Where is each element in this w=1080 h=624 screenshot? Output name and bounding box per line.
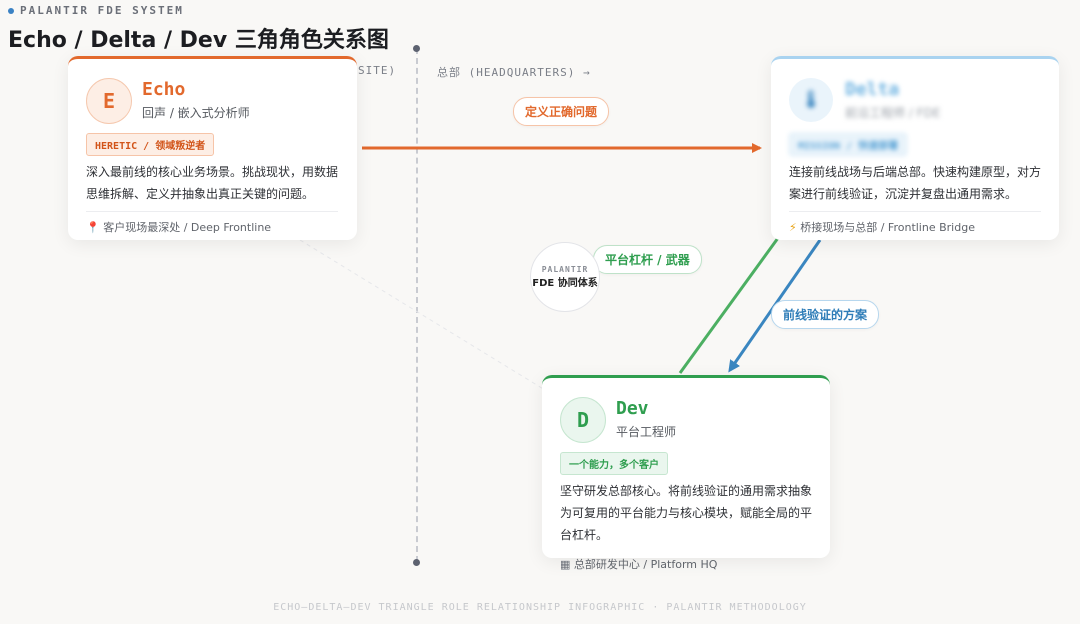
delta-card[interactable]: 🌡 Delta 前沿工程师 / FDE MISSION / 快速部署 连接前线战… [771,56,1059,240]
zone-divider [416,48,418,562]
echo-footer-divider [86,211,338,212]
delta-name: Delta [845,79,900,100]
brand-text: PALANTIR FDE SYSTEM [20,4,184,17]
page-title: Echo / Delta / Dev 三角角色关系图 [8,28,389,53]
zone-label-site: SITE) [358,64,397,77]
dev-avatar: D [560,397,606,443]
echo-role: 回声 / 嵌入式分析师 [142,106,250,120]
delta-avatar-icon: 🌡 [789,78,833,122]
brand-label: PALANTIR FDE SYSTEM [8,4,184,17]
thermometer-icon: 🌡 [800,90,822,110]
hub-bottom-label: FDE 协同体系 [532,278,598,289]
echo-avatar: E [86,78,132,124]
dev-footer-text: 总部研发中心 / Platform HQ [573,558,718,571]
bottom-caption: ECHO—DELTA—DEV TRIANGLE ROLE RELATIONSHI… [273,602,807,613]
dev-delta-link-label: 平台杠杆 / 武器 [593,245,702,274]
echo-tag: HERETIC / 领域叛逆者 [86,133,215,156]
dot-icon [8,7,14,14]
fde-hub: PALANTIR FDE 协同体系 [530,242,600,312]
building-icon: ▦ [560,558,571,571]
dev-role: 平台工程师 [616,425,677,439]
echo-description: 深入最前线的核心业务场景。挑战现状，用数据思维拆解、定义并抽象出真正关键的问题。 [86,165,339,201]
dev-description: 坚守研发总部核心。将前线验证的通用需求抽象为可复用的平台能力与核心模块，赋能全局… [560,484,813,542]
dev-to-delta-line [678,237,780,374]
divider-top-dot [413,45,420,52]
echo-delta-link-label: 定义正确问题 [513,97,610,126]
delta-footer-divider [789,211,1041,212]
delta-footer: ⚡ 桥接现场与总部 / Frontline Bridge [789,219,975,235]
zone-label-headquarters: 总部 (HEADQUARTERS) → [437,66,591,79]
lightning-icon: ⚡ [789,221,797,234]
delta-description: 连接前线战场与后端总部。快速构建原型，对方案进行前线验证，沉淀并复盘出通用需求。 [789,165,1042,201]
echo-name: Echo [142,79,186,100]
echo-card[interactable]: E Echo 回声 / 嵌入式分析师 HERETIC / 领域叛逆者 深入最前线… [68,56,357,240]
echo-footer: 📍 客户现场最深处 / Deep Frontline [86,219,271,235]
echo-to-dev-faint-line [299,239,546,391]
dev-tag: 一个能力，多个客户 [560,452,668,475]
dev-name: Dev [616,398,649,419]
divider-bottom-dot [413,559,420,566]
map-pin-icon: 📍 [86,221,100,234]
dev-footer: ▦ 总部研发中心 / Platform HQ [560,556,717,572]
delta-dev-link-label: 前线验证的方案 [771,300,880,329]
hub-top-label: PALANTIR [541,265,589,274]
delta-footer-text: 桥接现场与总部 / Frontline Bridge [800,221,975,234]
delta-tag: MISSION / 快速部署 [789,133,908,156]
dev-card[interactable]: D Dev 平台工程师 一个能力，多个客户 坚守研发总部核心。将前线验证的通用需… [542,375,830,558]
delta-role: 前沿工程师 / FDE [845,106,941,120]
echo-footer-text: 客户现场最深处 / Deep Frontline [103,221,272,234]
